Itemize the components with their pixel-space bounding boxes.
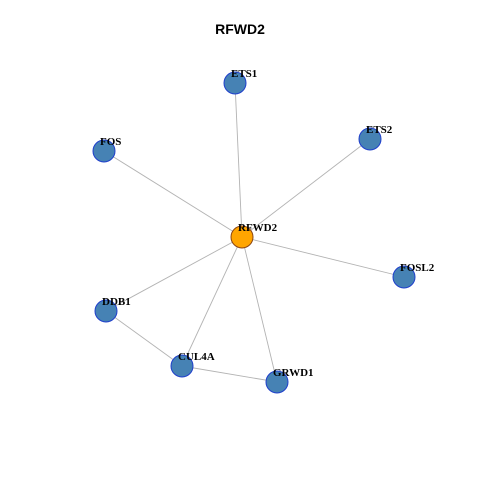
edge-cul4a-grwd1 [181, 365, 278, 383]
node-fosl2 [392, 265, 416, 289]
edge-rfwd2-cul4a [181, 236, 243, 367]
edge-rfwd2-fosl2 [241, 236, 405, 278]
node-label-fos: FOS [100, 136, 121, 148]
node-ddb1 [94, 299, 118, 323]
node-label-ddb1: DDB1 [102, 296, 131, 308]
node-label-grwd1: GRWD1 [273, 367, 314, 379]
edge-rfwd2-fos [103, 150, 243, 238]
edges-layer [103, 82, 405, 383]
graph-title: RFWD2 [215, 21, 265, 37]
edge-rfwd2-ddb1 [105, 236, 243, 312]
node-label-ets2: ETS2 [366, 124, 393, 136]
node-label-ets1: ETS1 [231, 68, 257, 80]
node-rfwd2 [230, 225, 254, 249]
node-label-rfwd2: RFWD2 [238, 222, 278, 234]
node-ets2 [358, 127, 382, 151]
node-grwd1 [265, 370, 289, 394]
node-label-cul4a: CUL4A [178, 351, 215, 363]
edge-rfwd2-ets2 [241, 138, 371, 238]
node-cul4a [170, 354, 194, 378]
edge-rfwd2-ets1 [234, 82, 243, 238]
edge-rfwd2-grwd1 [241, 236, 278, 383]
nodes-layer [92, 71, 416, 394]
node-ets1 [223, 71, 247, 95]
node-label-fosl2: FOSL2 [400, 262, 435, 274]
node-fos [92, 139, 116, 163]
edge-ddb1-cul4a [105, 310, 183, 367]
